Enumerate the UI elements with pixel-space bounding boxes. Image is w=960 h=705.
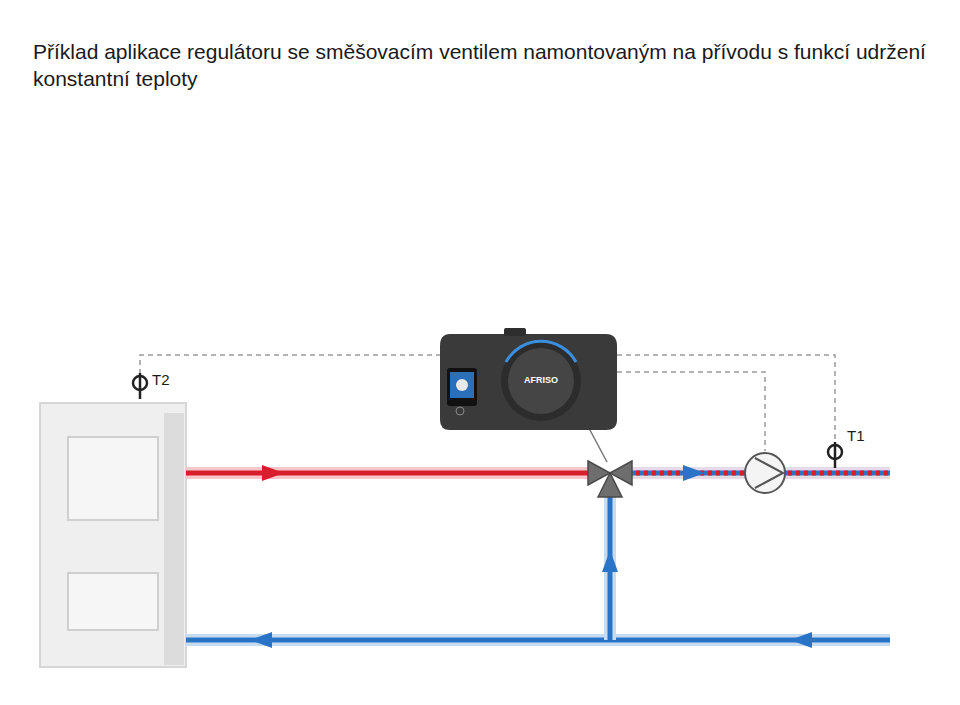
pump: [745, 453, 785, 493]
boiler: [40, 403, 186, 667]
supply-pipe: [186, 465, 592, 481]
sensor-label: T1: [847, 428, 865, 445]
controller: [440, 328, 617, 430]
return-pipe: [186, 492, 890, 648]
sensor-label: T2: [152, 372, 170, 389]
mixing-valve: [588, 461, 632, 497]
brand-logo: AFRISO: [524, 376, 558, 386]
diagram-title: Příklad aplikace regulátoru se směšovací…: [33, 38, 933, 92]
